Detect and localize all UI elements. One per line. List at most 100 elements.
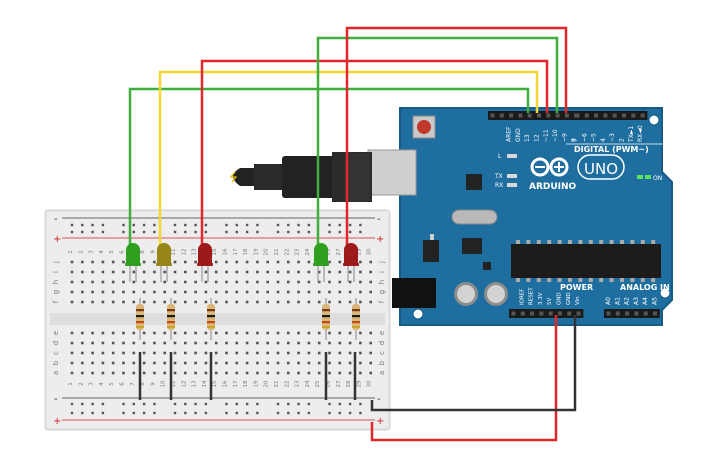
breadboard-hole[interactable] xyxy=(122,361,125,365)
breadboard-hole[interactable] xyxy=(328,260,331,264)
breadboard-hole[interactable] xyxy=(70,280,74,284)
breadboard-hole[interactable] xyxy=(297,260,300,264)
breadboard-hole[interactable] xyxy=(245,361,249,365)
led[interactable] xyxy=(343,243,359,282)
header-pin[interactable] xyxy=(499,113,504,118)
rail-hole[interactable] xyxy=(297,223,300,227)
rail-hole[interactable] xyxy=(91,223,94,227)
rail-hole[interactable] xyxy=(194,402,197,406)
breadboard-hole[interactable] xyxy=(194,260,197,264)
rail-hole[interactable] xyxy=(225,230,228,234)
breadboard-hole[interactable] xyxy=(307,290,311,294)
rail-hole[interactable] xyxy=(194,230,197,234)
breadboard-hole[interactable] xyxy=(132,300,136,304)
resistor[interactable] xyxy=(322,298,330,340)
breadboard-hole[interactable] xyxy=(287,260,290,264)
header-pin[interactable] xyxy=(653,311,657,316)
rail-hole[interactable] xyxy=(338,402,341,406)
breadboard-hole[interactable] xyxy=(153,270,156,274)
breadboard-hole[interactable] xyxy=(225,280,228,284)
breadboard-hole[interactable] xyxy=(101,280,105,284)
breadboard-hole[interactable] xyxy=(204,371,208,375)
resistor-group[interactable] xyxy=(136,298,360,340)
breadboard-hole[interactable] xyxy=(70,361,74,365)
breadboard-hole[interactable] xyxy=(266,331,269,335)
rail-hole[interactable] xyxy=(359,411,362,415)
breadboard-hole[interactable] xyxy=(122,270,125,274)
breadboard-hole[interactable] xyxy=(173,341,177,345)
rail-hole[interactable] xyxy=(359,223,362,227)
breadboard-hole[interactable] xyxy=(81,280,84,284)
breadboard-hole[interactable] xyxy=(245,300,249,304)
breadboard-hole[interactable] xyxy=(235,341,239,345)
breadboard-hole[interactable] xyxy=(204,290,208,294)
breadboard-hole[interactable] xyxy=(307,260,311,264)
breadboard-hole[interactable] xyxy=(214,270,218,274)
breadboard-hole[interactable] xyxy=(142,361,146,365)
rail-hole[interactable] xyxy=(132,230,135,234)
header-pin[interactable] xyxy=(575,113,580,118)
rail-hole[interactable] xyxy=(204,223,208,227)
rail-hole[interactable] xyxy=(91,402,94,406)
breadboard-hole[interactable] xyxy=(297,351,300,355)
breadboard-hole[interactable] xyxy=(91,351,94,355)
breadboard-hole[interactable] xyxy=(256,341,259,345)
breadboard-hole[interactable] xyxy=(256,361,259,365)
rail-hole[interactable] xyxy=(173,230,177,234)
breadboard-hole[interactable] xyxy=(225,351,228,355)
breadboard-hole[interactable] xyxy=(225,341,228,345)
breadboard-hole[interactable] xyxy=(317,361,321,365)
rail-hole[interactable] xyxy=(235,402,238,406)
rail-hole[interactable] xyxy=(184,230,187,234)
breadboard-hole[interactable] xyxy=(369,280,372,284)
breadboard-hole[interactable] xyxy=(338,270,342,274)
wire-red-2[interactable] xyxy=(345,26,568,252)
rail-hole[interactable] xyxy=(348,230,352,234)
breadboard-hole[interactable] xyxy=(194,361,197,365)
breadboard-hole[interactable] xyxy=(369,331,372,335)
breadboard-hole[interactable] xyxy=(328,280,331,284)
breadboard-hole[interactable] xyxy=(173,290,177,294)
breadboard-hole[interactable] xyxy=(369,290,372,294)
header-pin[interactable] xyxy=(576,311,581,316)
breadboard-hole[interactable] xyxy=(142,341,146,345)
header-pin[interactable] xyxy=(612,113,617,118)
rail-hole[interactable] xyxy=(194,411,197,415)
breadboard-hole[interactable] xyxy=(266,351,269,355)
breadboard-hole[interactable] xyxy=(338,341,342,345)
rail-hole[interactable] xyxy=(70,230,74,234)
breadboard-hole[interactable] xyxy=(204,341,208,345)
breadboard-hole[interactable] xyxy=(142,280,146,284)
breadboard-hole[interactable] xyxy=(266,300,269,304)
breadboard-hole[interactable] xyxy=(276,371,280,375)
breadboard-hole[interactable] xyxy=(163,371,166,375)
rail-hole[interactable] xyxy=(348,223,352,227)
breadboard-hole[interactable] xyxy=(235,371,239,375)
header-pin[interactable] xyxy=(558,311,562,316)
breadboard-hole[interactable] xyxy=(359,270,362,274)
breadboard-hole[interactable] xyxy=(194,371,197,375)
breadboard-hole[interactable] xyxy=(173,371,177,375)
breadboard-hole[interactable] xyxy=(235,270,239,274)
breadboard-hole[interactable] xyxy=(338,260,342,264)
rail-hole[interactable] xyxy=(153,402,156,406)
rail-hole[interactable] xyxy=(338,223,341,227)
breadboard-hole[interactable] xyxy=(91,331,94,335)
rail-hole[interactable] xyxy=(81,223,84,227)
wire-5v[interactable] xyxy=(370,315,558,442)
breadboard-hole[interactable] xyxy=(163,280,166,284)
rail-hole[interactable] xyxy=(184,411,187,415)
rail-hole[interactable] xyxy=(297,402,300,406)
rail-hole[interactable] xyxy=(132,402,135,406)
header-pin[interactable] xyxy=(555,113,560,118)
breadboard-hole[interactable] xyxy=(235,290,239,294)
breadboard-hole[interactable] xyxy=(153,300,156,304)
breadboard-hole[interactable] xyxy=(317,290,321,294)
breadboard-hole[interactable] xyxy=(153,361,156,365)
rail-hole[interactable] xyxy=(328,230,331,234)
breadboard-hole[interactable] xyxy=(81,260,84,264)
breadboard-hole[interactable] xyxy=(297,280,300,284)
header-pin[interactable] xyxy=(527,113,532,118)
breadboard-hole[interactable] xyxy=(317,331,321,335)
usb-cable[interactable] xyxy=(229,152,372,202)
